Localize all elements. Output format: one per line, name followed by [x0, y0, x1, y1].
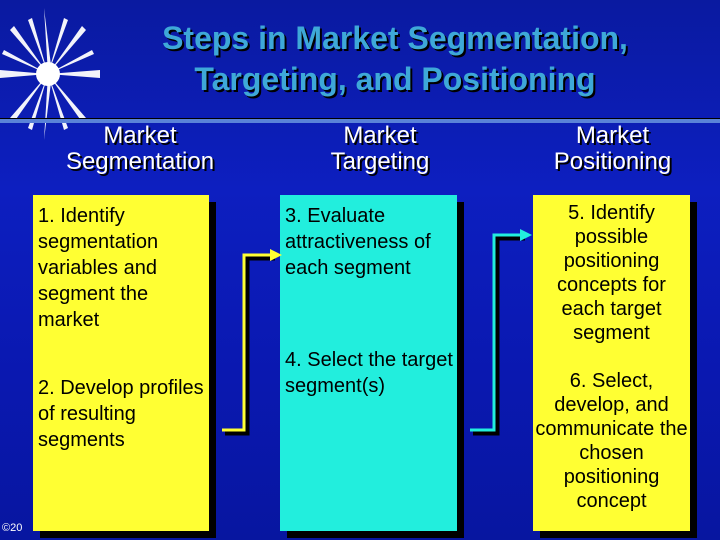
arrowhead-icon [520, 229, 532, 241]
copyright-text: ©20 [2, 522, 22, 534]
arrowhead-icon [270, 249, 282, 261]
